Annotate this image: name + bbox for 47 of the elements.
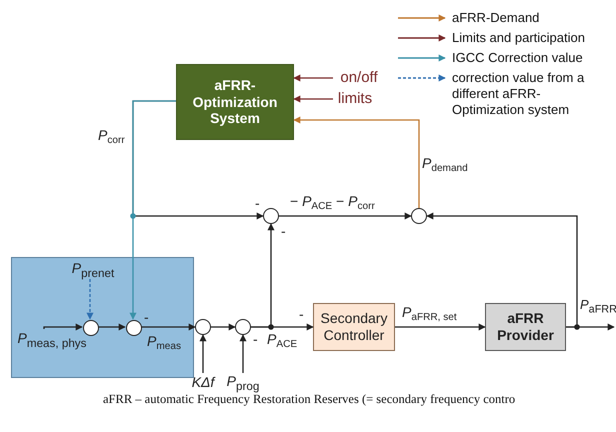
legend-text: Limits and participation	[452, 30, 586, 46]
minus-sign: -	[253, 332, 258, 348]
signal-label: KΔf	[188, 373, 218, 391]
arrow	[43, 324, 83, 330]
minus-sign: -	[144, 310, 149, 326]
summing-junction	[83, 320, 99, 336]
arrow	[293, 74, 333, 82]
signal-label: P$_{demand}$	[422, 156, 468, 174]
signal-label: on/off	[333, 68, 385, 88]
arrow	[200, 334, 206, 373]
arrow	[293, 116, 420, 208]
signal-label: P$_{corr}$	[98, 128, 125, 146]
arrow	[251, 223, 274, 328]
signal-label: limits	[333, 89, 377, 109]
controller-box: Secondary Controller	[313, 303, 395, 351]
arrow	[279, 212, 412, 220]
arrow	[211, 324, 236, 330]
dashed-arrow	[86, 279, 94, 320]
signal-label: P$_{meas}$	[147, 334, 181, 352]
signal-label: P$_{prenet}$	[65, 260, 121, 280]
signal-label: P$_{aFRR, set}$	[402, 305, 457, 324]
signal-label: − P$_{ACE}$ − P$_{corr}$	[290, 194, 375, 212]
arrow	[141, 324, 196, 330]
arrow	[240, 334, 246, 373]
legend-text: aFRR-Demand	[452, 10, 540, 26]
minus-sign: -	[281, 224, 286, 240]
signal-label: P$_{ACE}$	[267, 332, 298, 350]
arrow	[395, 324, 486, 330]
process-box: aFRR-Optimization System	[176, 64, 294, 140]
summing-junction	[411, 208, 427, 224]
legend-text: correction value from a different aFRR-Optimization system	[452, 70, 586, 118]
minus-sign: -	[299, 307, 304, 322]
arrow	[130, 100, 176, 320]
summing-junction	[263, 208, 279, 224]
signal-label: P$_{prog}$	[226, 373, 260, 393]
arrow	[98, 324, 126, 330]
legend-text: IGCC Correction value	[452, 50, 584, 66]
summing-junction	[126, 320, 142, 336]
caption: aFRR – automatic Frequency Restoration Reserves (= secondary frequency contro	[103, 392, 516, 407]
arrow	[293, 96, 333, 102]
arrow	[426, 212, 578, 328]
minus-sign: -	[255, 196, 260, 212]
summing-junction	[195, 319, 211, 335]
summing-junction	[235, 319, 251, 335]
signal-label: P$_{meas, phys}$	[14, 330, 90, 350]
measurement-area	[11, 257, 194, 378]
provider-box: aFRR Provider	[485, 303, 566, 351]
